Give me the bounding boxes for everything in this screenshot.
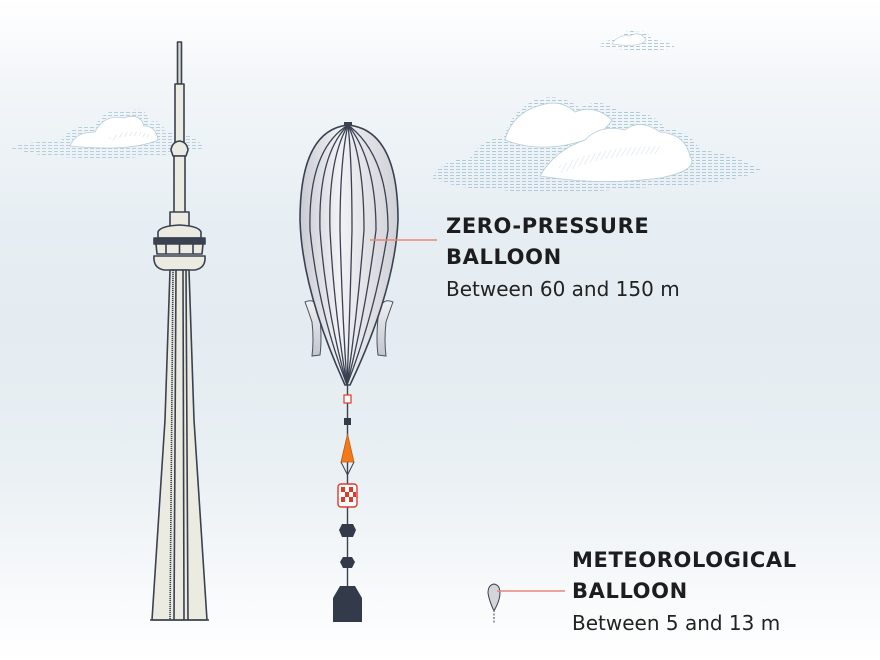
meteorological-range: Between 5 and 13 m [572, 611, 781, 635]
zero-pressure-label: ZERO-PRESSURE BALLOON Between 60 and 150… [446, 211, 680, 306]
cloud-small-icon [598, 31, 676, 51]
cloud-left-icon [10, 109, 205, 159]
payload-box-icon [337, 483, 358, 508]
meteorological-title-line2: BALLOON [572, 579, 688, 603]
zero-pressure-title-line2: BALLOON [446, 245, 562, 269]
meteorological-title-line1: METEOROLOGICAL [572, 548, 797, 572]
cn-tower-icon [150, 41, 209, 621]
zero-pressure-title-line1: ZERO-PRESSURE [446, 214, 650, 238]
zero-pressure-range: Between 60 and 150 m [446, 277, 680, 301]
meteorological-balloon-icon [487, 583, 501, 624]
cloud-right-icon [432, 97, 762, 193]
zero-pressure-balloon-icon [299, 122, 399, 622]
meteorological-label: METEOROLOGICAL BALLOON Between 5 and 13 … [572, 545, 797, 640]
